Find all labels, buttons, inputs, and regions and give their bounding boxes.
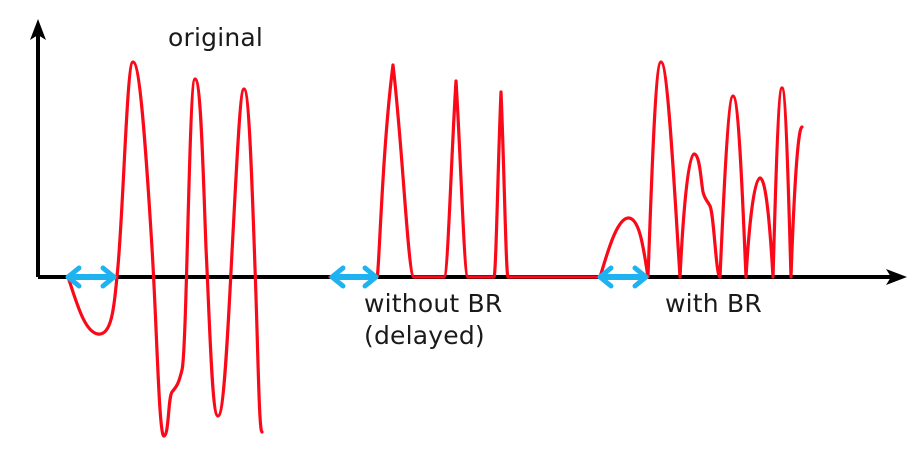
y-axis	[30, 19, 46, 277]
label-without-br: without BR (delayed)	[364, 289, 503, 350]
span-arrow-right-head-icon	[100, 265, 117, 289]
delay-span-arrow-original	[65, 265, 117, 289]
x-axis-arrowhead-icon	[886, 269, 907, 285]
signal-curve-without-br	[328, 63, 602, 279]
span-arrow-left-head-icon	[597, 265, 614, 289]
span-arrow-left-head-icon	[65, 265, 82, 289]
y-axis-arrowhead-icon	[30, 19, 46, 40]
label-with-br: with BR	[665, 289, 762, 318]
signal-curve-with-br	[598, 60, 804, 279]
span-arrow-right-head-icon	[362, 265, 379, 289]
delay-span-arrow-without-br	[329, 265, 379, 289]
span-arrow-left-head-icon	[329, 265, 346, 289]
signal-curve-original	[66, 60, 264, 438]
span-arrow-right-head-icon	[632, 265, 649, 289]
label-original: original	[168, 23, 264, 52]
delay-span-arrow-with-br	[597, 265, 649, 289]
